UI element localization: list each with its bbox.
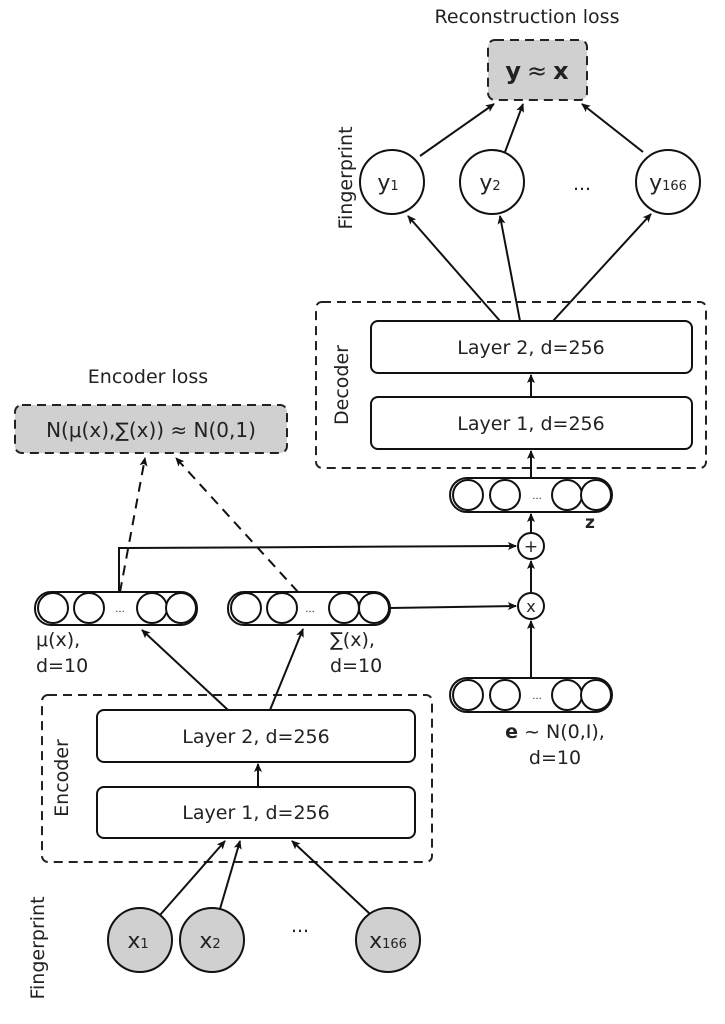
svg-text:...: ... xyxy=(532,691,542,702)
input-node-x1: x1 xyxy=(107,907,173,973)
sigma-dim: d=10 xyxy=(330,655,382,677)
arrow-decoder-to-y2 xyxy=(497,215,521,322)
mu-vector: ... xyxy=(34,591,198,626)
epsilon-vector: ... xyxy=(449,677,613,713)
input-fingerprint-label: Fingerprint xyxy=(27,896,49,999)
input-node-x2: x2 xyxy=(179,907,245,973)
svg-text:x166: x166 xyxy=(369,929,407,954)
decoder-box xyxy=(315,301,707,469)
mu-label: μ(x), xyxy=(36,629,80,651)
svg-text:y2: y2 xyxy=(479,171,500,196)
sigma-label: ∑(x), xyxy=(330,629,375,651)
encoder-layer2-label: Layer 2, d=256 xyxy=(182,726,329,748)
arrow-decoder-to-y166 xyxy=(552,213,652,322)
arrow-decoder-to-y1 xyxy=(407,215,501,322)
sigma-vector: ... xyxy=(227,591,391,626)
mu-dim: d=10 xyxy=(36,655,88,677)
reconstruction-loss-title: Reconstruction loss xyxy=(435,6,620,28)
epsilon-label: e ~ N(0,I), xyxy=(505,721,605,743)
svg-text:y1: y1 xyxy=(377,171,398,196)
arrow-x1-to-encoder xyxy=(159,840,226,916)
arrow-encoder-to-mu xyxy=(141,629,229,711)
arrow-x166-to-encoder xyxy=(291,840,371,915)
output-node-y1: y1 xyxy=(359,149,425,215)
output-node-y166: y166 xyxy=(635,149,701,215)
encoder-layer2 xyxy=(96,709,416,763)
decoder-layer2-label: Layer 2, d=256 xyxy=(457,337,604,359)
times-symbol: x xyxy=(526,597,535,616)
decoder-layer1-label: Layer 1, d=256 xyxy=(457,413,604,435)
encoder-box xyxy=(41,694,433,863)
z-label: z xyxy=(585,513,595,533)
arrow-y2-to-loss xyxy=(504,103,524,153)
output-ellipsis: ... xyxy=(573,173,591,195)
arrow-encoder-to-sigma xyxy=(269,628,304,711)
svg-text:...: ... xyxy=(115,604,125,615)
encoder-loss-box xyxy=(14,404,288,454)
plus-symbol: + xyxy=(524,537,538,557)
epsilon-dim: d=10 xyxy=(529,747,581,769)
output-fingerprint-label: Fingerprint xyxy=(335,126,357,229)
arrow-x2-to-encoder xyxy=(219,840,242,910)
reconstruction-loss-box xyxy=(487,39,588,101)
arrow-y1-to-loss xyxy=(419,103,495,157)
encoder-loss-formula: N(μ(x),∑(x)) ≈ N(0,1) xyxy=(46,418,256,442)
arrow-y166-to-loss xyxy=(581,103,644,153)
svg-text:x1: x1 xyxy=(127,929,148,954)
arrow-mu-to-plus xyxy=(118,542,517,592)
encoder-layer1-label: Layer 1, d=256 xyxy=(182,802,329,824)
output-node-y2: y2 xyxy=(459,149,525,215)
z-vector: ... xyxy=(449,477,613,513)
encoder-label: Encoder xyxy=(51,739,73,817)
decoder-layer2 xyxy=(370,320,693,374)
arrow-sigma-to-times xyxy=(389,602,517,611)
svg-text:x2: x2 xyxy=(199,929,220,954)
svg-text:...: ... xyxy=(305,604,315,615)
svg-text:...: ... xyxy=(532,491,542,502)
encoder-layer1 xyxy=(96,786,416,839)
decoder-label: Decoder xyxy=(331,345,353,425)
encoder-loss-title: Encoder loss xyxy=(88,366,208,388)
input-ellipsis: ... xyxy=(291,915,309,937)
dashed-arrow-sigma-to-loss xyxy=(175,457,299,593)
reconstruction-formula: y≈x xyxy=(505,57,569,85)
svg-text:y166: y166 xyxy=(649,171,687,196)
dashed-arrow-mu-to-loss xyxy=(119,457,148,593)
input-node-x166: x166 xyxy=(355,907,421,973)
